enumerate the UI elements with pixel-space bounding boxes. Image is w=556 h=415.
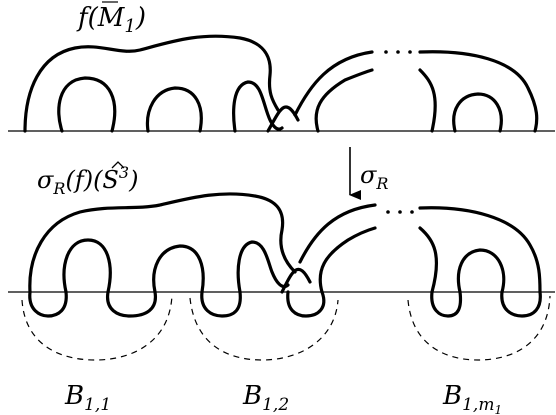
bottom-manifold-label: σR(f)(S3) (37, 163, 138, 198)
top-panel: f(M1) (8, 1, 555, 133)
ball-m-arc (407, 295, 551, 361)
bottom-lobe-2 (105, 290, 157, 318)
top-curve-right-3 (418, 50, 539, 133)
bottom-lobe-6 (500, 290, 542, 318)
bottom-curve-right-2 (318, 226, 377, 294)
ball-1-label: B1,1 (64, 381, 111, 415)
top-curve-right-arch (452, 92, 503, 133)
bottom-lobe-3 (200, 290, 242, 318)
top-curve-outer (23, 34, 280, 133)
top-curve-arch-2 (145, 86, 203, 133)
ball-2-label: B1,2 (242, 381, 289, 415)
top-curve-arch-3 (232, 80, 284, 133)
top-curve-right-1 (293, 50, 374, 117)
top-curve-arch-1 (57, 76, 117, 133)
bottom-curve-cross (280, 267, 312, 294)
bottom-curve-arch-1 (62, 238, 112, 294)
bottom-curve-outer (28, 192, 297, 294)
bottom-panel: σR(f)(S3) B1,1 B1,2 (8, 161, 555, 415)
ball-2-arc (189, 297, 339, 361)
top-curve-right-2 (314, 68, 374, 133)
map-label: σR (360, 161, 388, 193)
bottom-curve-right-3 (418, 206, 542, 294)
bottom-lobe-1 (28, 290, 68, 318)
top-manifold-label: f(M1) (76, 3, 146, 37)
sigma-map: σR (349, 147, 388, 200)
bottom-curve-right-arch (456, 248, 506, 294)
bottom-curve-arch-2 (152, 244, 205, 294)
ball-m-label: B1,m1 (442, 381, 502, 415)
bottom-lobe-5 (430, 290, 463, 318)
ball-1-arc (21, 294, 173, 361)
f-hat (111, 161, 125, 169)
bottom-curve-right-1 (298, 203, 377, 264)
bottom-lobe-4 (286, 290, 326, 318)
bottom-curve-arch-3 (236, 240, 290, 294)
bottom-curve-right-4 (418, 226, 439, 294)
top-curve-right-4 (418, 68, 437, 133)
